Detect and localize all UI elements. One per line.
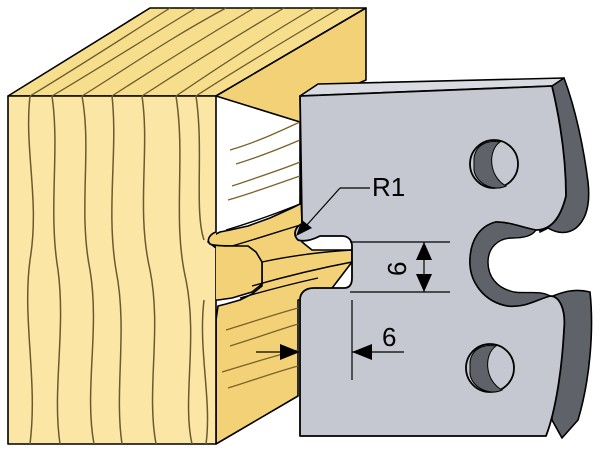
- radius-leader-arrowhead: [296, 220, 312, 236]
- wood-front-grain: [26, 95, 209, 445]
- wood-block: [7, 7, 367, 445]
- groove-depth-label: 6: [382, 262, 412, 276]
- width-arrow-right: [352, 344, 372, 360]
- depth-arrow-bottom: [416, 274, 432, 292]
- wood-top-grain: [29, 7, 341, 97]
- knife-notch-inner: [469, 221, 551, 307]
- mounting-hole-upper: [469, 139, 519, 189]
- wood-groove-lines: [225, 203, 353, 299]
- radius-label: R1: [372, 172, 405, 202]
- depth-arrow-top: [416, 242, 432, 260]
- wood-groove-front: [207, 231, 263, 301]
- wood-front-face: [7, 95, 217, 445]
- groove-width-label: 6: [382, 322, 396, 352]
- mounting-hole-lower: [465, 343, 515, 393]
- dimension-annotations: [256, 187, 450, 380]
- radius-leader-diagonal: [305, 187, 341, 227]
- wood-side-bands: [221, 121, 301, 389]
- width-arrow-left: [280, 344, 300, 360]
